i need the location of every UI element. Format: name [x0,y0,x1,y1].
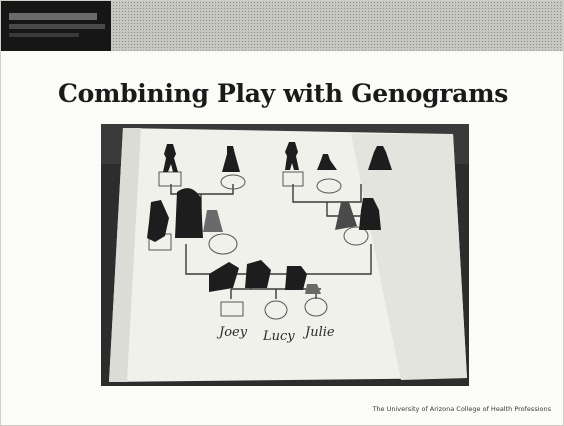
child-label: Lucy [262,329,295,344]
logo-line [9,33,79,37]
figurines [147,142,392,294]
logo-line [9,24,105,29]
header-logo-block [1,1,111,51]
genogram-photo: Joey Lucy Julie [101,124,469,386]
footer-text: The University of Arizona College of Hea… [372,405,551,413]
child-label: Joey [216,325,248,340]
logo-line [9,13,97,20]
slide-title: Combining Play with Genograms [58,79,508,108]
child-label: Julie [302,325,335,340]
genogram-photo-image: Joey Lucy Julie [101,124,469,386]
